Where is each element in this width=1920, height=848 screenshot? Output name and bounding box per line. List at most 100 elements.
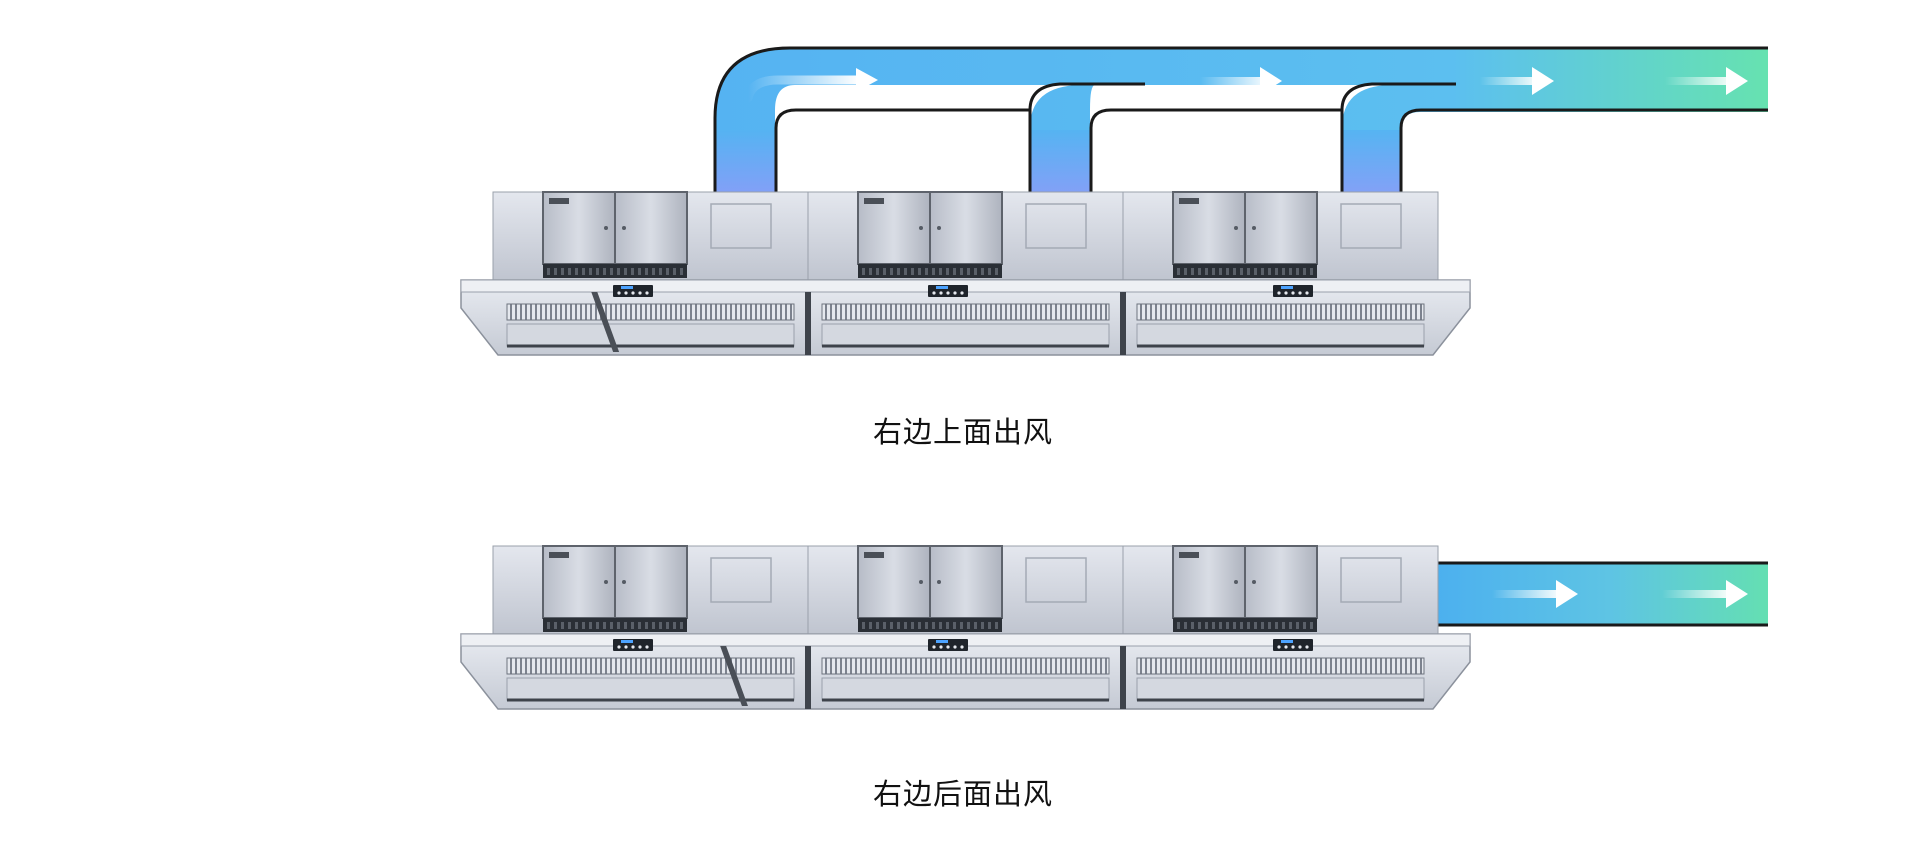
vent-slot	[904, 622, 907, 629]
vent-slot	[1191, 268, 1194, 275]
control-button	[1291, 291, 1295, 295]
brand-badge	[864, 552, 884, 558]
vent-slot	[925, 268, 928, 275]
vent-slot	[1191, 622, 1194, 629]
fan-vent	[543, 264, 687, 278]
canopy-tray	[506, 323, 795, 347]
control-button	[953, 291, 957, 295]
vent-slot	[1268, 268, 1271, 275]
vent-slot	[890, 268, 893, 275]
filter-grille	[1136, 657, 1425, 675]
control-button	[638, 291, 642, 295]
vent-slot	[988, 622, 991, 629]
access-panel	[1340, 557, 1402, 603]
vent-slot	[1254, 622, 1257, 629]
control-button	[617, 291, 621, 295]
vent-slot	[589, 622, 592, 629]
unit-divider	[805, 646, 811, 709]
control-button	[631, 291, 635, 295]
fan-door-right	[614, 545, 688, 619]
vent-slot	[1303, 622, 1306, 629]
unit-divider	[1120, 646, 1126, 709]
vent-slot	[624, 622, 627, 629]
door-knob	[1252, 580, 1256, 584]
vent-slot	[911, 268, 914, 275]
vent-slot	[1261, 622, 1264, 629]
control-button	[1305, 645, 1309, 649]
control-button	[1277, 291, 1281, 295]
unit-divider	[805, 292, 811, 355]
vent-slot	[1226, 268, 1229, 275]
door-knob	[604, 226, 608, 230]
vent-slot	[897, 622, 900, 629]
vent-slot	[939, 622, 942, 629]
door-knob	[919, 580, 923, 584]
control-button	[631, 645, 635, 649]
control-display	[621, 640, 633, 643]
hood-unit	[807, 191, 1124, 283]
riser-1	[716, 130, 775, 198]
vent-slot	[1212, 622, 1215, 629]
canopy-tray	[821, 323, 1110, 347]
control-button	[932, 291, 936, 295]
fan-door-right	[1244, 545, 1318, 619]
vent-slot	[659, 268, 662, 275]
vent-slot	[624, 268, 627, 275]
vent-slot	[988, 268, 991, 275]
vent-slot	[876, 622, 879, 629]
door-knob	[622, 226, 626, 230]
vent-slot	[967, 622, 970, 629]
vent-slot	[974, 622, 977, 629]
access-panel	[1340, 203, 1402, 249]
vent-slot	[911, 622, 914, 629]
vent-slot	[1268, 622, 1271, 629]
control-button	[617, 645, 621, 649]
canopy-tray	[821, 677, 1110, 701]
flow-arrow-icon	[1492, 580, 1578, 608]
door-knob	[937, 226, 941, 230]
riser-3	[1343, 130, 1400, 198]
control-button	[1284, 291, 1288, 295]
control-button	[1298, 291, 1302, 295]
vent-slot	[960, 268, 963, 275]
vent-slot	[680, 268, 683, 275]
hood-unit	[492, 545, 809, 637]
vent-slot	[659, 622, 662, 629]
vent-slot	[1275, 622, 1278, 629]
vent-slot	[568, 268, 571, 275]
vent-slot	[946, 622, 949, 629]
vent-slot	[1233, 268, 1236, 275]
vent-slot	[1212, 268, 1215, 275]
control-display	[1281, 640, 1293, 643]
control-button	[960, 645, 964, 649]
hood-unit	[1122, 191, 1439, 283]
range-hood-top	[460, 191, 1471, 356]
caption-top-outlet: 右边上面出风	[872, 415, 1053, 449]
flow-arrow-icon	[1662, 580, 1748, 608]
vent-slot	[631, 622, 634, 629]
vent-slot	[1261, 268, 1264, 275]
vent-slot	[890, 622, 893, 629]
vent-slot	[547, 622, 550, 629]
control-button	[624, 645, 628, 649]
unit-divider	[1120, 292, 1126, 355]
fan-vent	[1173, 618, 1317, 632]
vent-slot	[1205, 622, 1208, 629]
control-button	[960, 291, 964, 295]
vent-slot	[554, 268, 557, 275]
control-display	[936, 286, 948, 289]
vent-slot	[1226, 622, 1229, 629]
vent-slot	[596, 622, 599, 629]
vent-slot	[1240, 268, 1243, 275]
door-knob	[937, 580, 941, 584]
flow-arrow-icon	[1200, 67, 1282, 95]
vent-slot	[1198, 268, 1201, 275]
fan-vent	[858, 618, 1002, 632]
vent-slot	[561, 268, 564, 275]
vent-slot	[673, 268, 676, 275]
vent-slot	[596, 268, 599, 275]
vent-slot	[547, 268, 550, 275]
control-button	[624, 291, 628, 295]
vent-slot	[638, 268, 641, 275]
